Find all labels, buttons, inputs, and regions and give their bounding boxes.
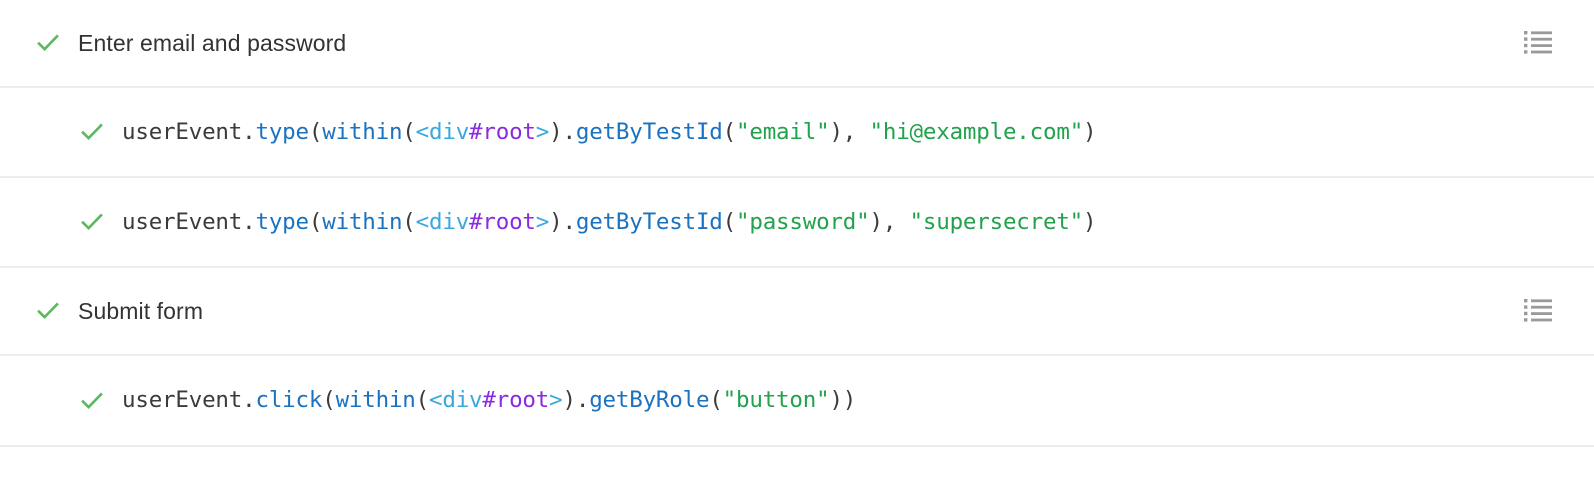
- code-token: "hi@example.com": [869, 118, 1084, 145]
- code-token: type: [255, 118, 309, 145]
- code-token: )): [829, 387, 857, 414]
- code-token: within: [335, 387, 416, 414]
- suite-row[interactable]: Submit form: [0, 268, 1594, 356]
- suite-title: Submit form: [78, 297, 204, 324]
- code-token: ).: [549, 118, 576, 145]
- code-token: <div: [415, 118, 470, 145]
- code-token: ).: [562, 387, 590, 414]
- code-token: #root: [469, 208, 536, 235]
- code-token: >: [535, 208, 550, 235]
- code-token: getByTestId: [575, 208, 723, 235]
- code-token: (: [402, 208, 416, 235]
- code-token: getByRole: [589, 387, 710, 414]
- list-icon[interactable]: [1524, 31, 1552, 55]
- code-token: (: [322, 387, 336, 414]
- code-token: within: [322, 208, 403, 235]
- test-step-code: userEvent.type(within(<div#root>).getByT…: [122, 208, 1097, 235]
- code-token: "email": [736, 118, 830, 145]
- test-step-code: userEvent.type(within(<div#root>).getByT…: [122, 118, 1097, 145]
- suite-title: Enter email and password: [78, 29, 347, 56]
- code-token: userEvent.: [122, 208, 256, 235]
- code-token: "supersecret": [909, 208, 1084, 235]
- code-token: (: [415, 387, 430, 414]
- check-icon: [78, 208, 106, 236]
- test-step-row[interactable]: userEvent.type(within(<div#root>).getByT…: [0, 178, 1594, 268]
- code-token: userEvent.: [122, 387, 256, 414]
- code-token: ),: [829, 118, 870, 145]
- code-token: <div: [415, 208, 470, 235]
- code-token: (: [308, 118, 323, 145]
- check-icon: [78, 118, 106, 146]
- code-token: (: [308, 208, 323, 235]
- list-icon[interactable]: [1524, 299, 1552, 323]
- code-token: ): [1083, 208, 1097, 235]
- code-token: within: [322, 118, 403, 145]
- check-icon: [34, 29, 62, 57]
- code-token: type: [255, 208, 309, 235]
- code-token: #root: [469, 118, 536, 145]
- code-token: (: [722, 118, 737, 145]
- code-token: "password": [736, 208, 870, 235]
- code-token: <div: [429, 387, 483, 414]
- test-step-code: userEvent.click(within(<div#root>).getBy…: [122, 389, 856, 412]
- check-icon: [78, 387, 106, 415]
- code-token: (: [709, 387, 723, 414]
- test-step-row[interactable]: userEvent.click(within(<div#root>).getBy…: [0, 356, 1594, 447]
- code-token: (: [402, 118, 416, 145]
- code-token: >: [535, 118, 550, 145]
- suite-row[interactable]: Enter email and password: [0, 0, 1594, 88]
- code-token: (: [722, 208, 737, 235]
- code-token: ).: [549, 208, 576, 235]
- check-icon: [34, 297, 62, 325]
- code-token: userEvent.: [122, 118, 256, 145]
- code-token: getByTestId: [575, 118, 723, 145]
- code-token: "button": [722, 387, 830, 414]
- code-token: #root: [482, 387, 550, 414]
- code-token: click: [255, 387, 323, 414]
- code-token: ): [1083, 118, 1097, 145]
- code-token: >: [549, 387, 563, 414]
- code-token: ),: [869, 208, 910, 235]
- test-step-row[interactable]: userEvent.type(within(<div#root>).getByT…: [0, 88, 1594, 178]
